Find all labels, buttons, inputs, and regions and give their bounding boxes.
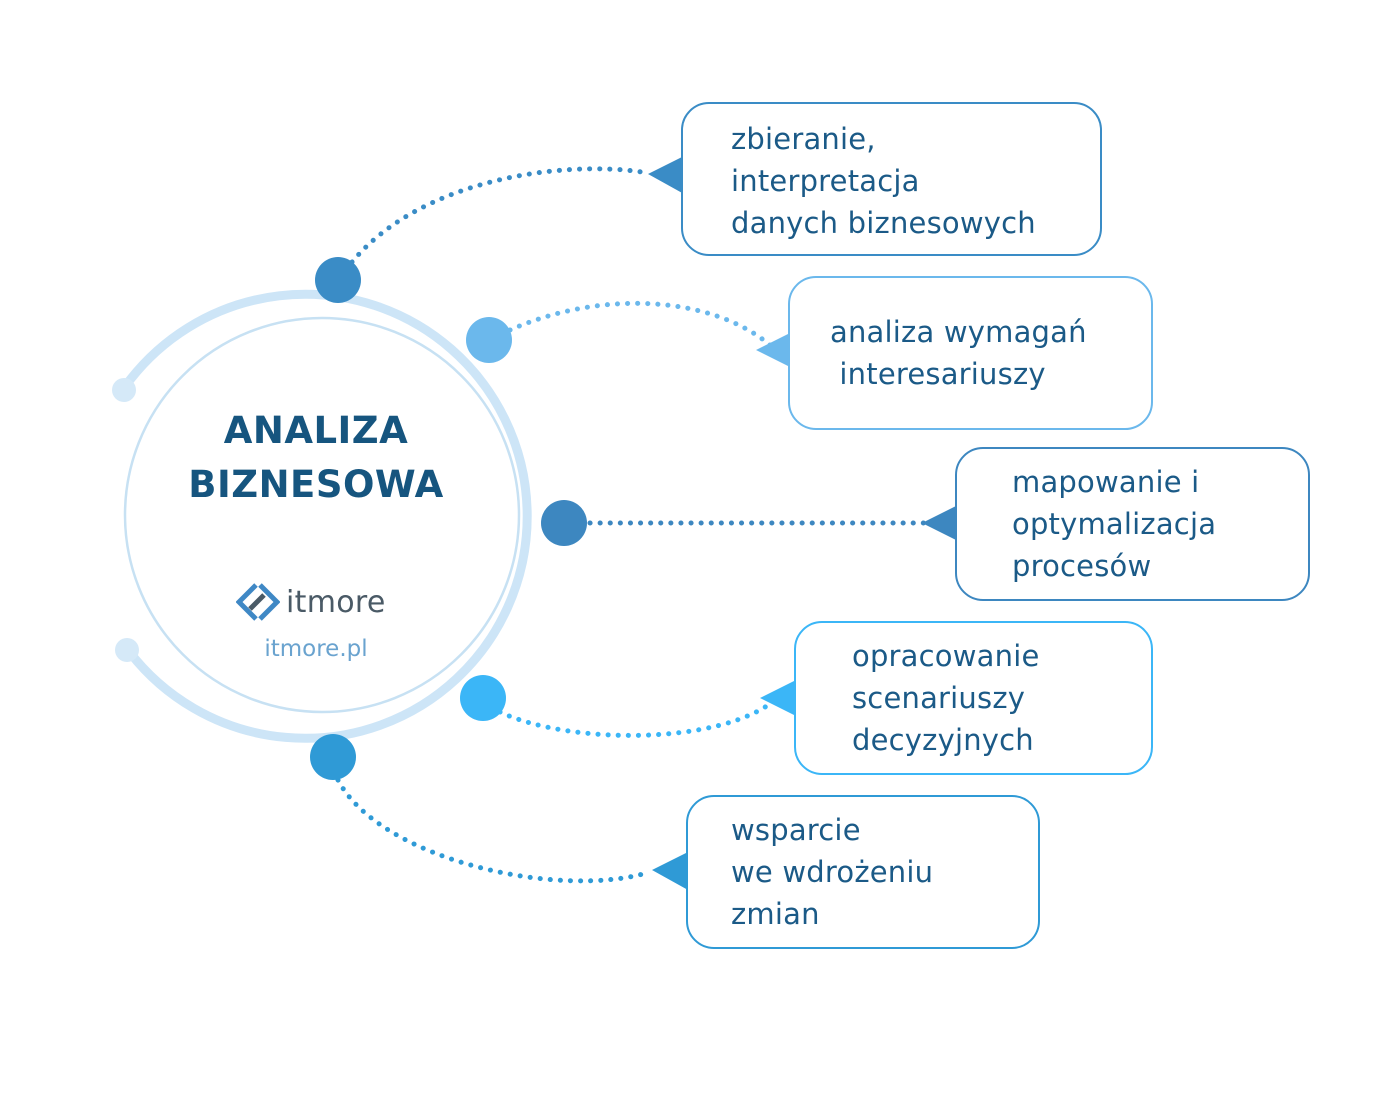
- box-3-line-3: procesów: [1012, 549, 1152, 583]
- box-process-mapping: mapowanie i optymalizacja procesów: [955, 447, 1310, 601]
- box-5-line-2: we wdrożeniu: [731, 855, 934, 889]
- center-title: ANALIZA BIZNESOWA: [150, 404, 482, 512]
- node-3: [541, 500, 587, 546]
- connector-4: [497, 697, 778, 738]
- node-5: [310, 734, 356, 780]
- box-4-line-3: decyzyjnych: [852, 723, 1034, 757]
- connector-2: [507, 300, 773, 348]
- center-title-line-2: BIZNESOWA: [188, 463, 444, 506]
- connector-1: [349, 166, 645, 265]
- connector-5: [335, 777, 653, 884]
- box-2-line-2: interesariuszy: [830, 357, 1046, 391]
- box-4-line-1: opracowanie: [852, 639, 1040, 673]
- node-2: [466, 317, 512, 363]
- node-1: [315, 257, 361, 303]
- node-4: [460, 675, 506, 721]
- pointer-1: [648, 156, 684, 194]
- box-3-line-1: mapowanie i: [1012, 465, 1200, 499]
- box-5-line-3: zmian: [731, 897, 820, 931]
- center-title-line-1: ANALIZA: [223, 409, 409, 452]
- arc-end-dot-bottom: [115, 638, 139, 662]
- box-2-line-1: analiza wymagań: [830, 315, 1087, 349]
- pointer-2: [756, 332, 792, 368]
- website-label: itmore.pl: [264, 636, 368, 662]
- box-3-line-2: optymalizacja: [1012, 507, 1217, 541]
- box-4-line-2: scenariuszy: [852, 681, 1026, 715]
- box-5-line-1: wsparcie: [731, 813, 861, 847]
- itmore-logo-icon: [236, 583, 280, 621]
- outer-ring-arc: [119, 289, 532, 743]
- box-1-line-1: zbieranie,: [731, 122, 876, 156]
- logo: itmore: [236, 580, 386, 624]
- inner-ring: [123, 316, 521, 714]
- box-decision-scenarios: opracowanie scenariuszy decyzyjnych: [794, 621, 1153, 775]
- logo-text: itmore: [286, 584, 386, 620]
- arc-end-dot-top: [112, 378, 136, 402]
- box-data-collection: zbieranie, interpretacja danych biznesow…: [681, 102, 1102, 256]
- box-1-line-2: interpretacja: [731, 164, 920, 198]
- box-change-implementation: wsparcie we wdrożeniu zmian: [686, 795, 1040, 949]
- box-stakeholder-requirements: analiza wymagań interesariuszy: [788, 276, 1153, 430]
- pointer-4: [760, 680, 796, 716]
- box-1-line-3: danych biznesowych: [731, 206, 1036, 240]
- pointer-5: [652, 852, 688, 890]
- pointer-3: [922, 505, 958, 541]
